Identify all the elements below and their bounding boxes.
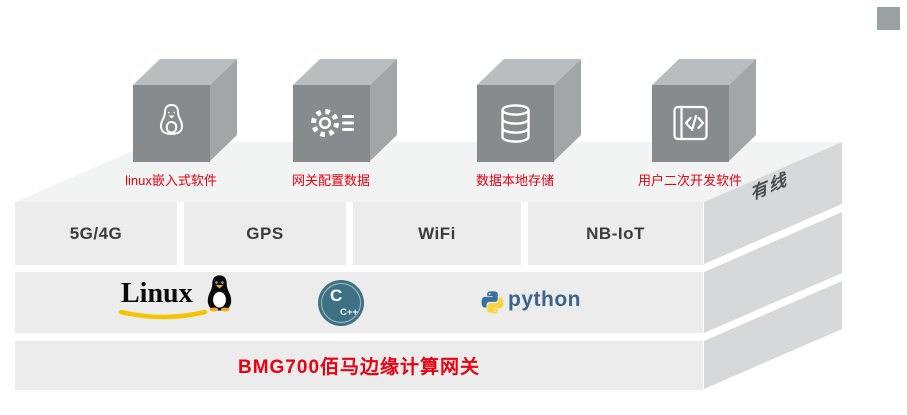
title-row: BMG700佰马边缘计算网关 <box>15 341 703 390</box>
connectivity-cell-label: 5G/4G <box>69 223 123 243</box>
cube-label-user-development: 用户二次开发软件 <box>637 173 742 188</box>
cube-local-storage <box>477 59 581 162</box>
platform-side-face-row3 <box>704 281 842 389</box>
cube-label-gateway-config: 网关配置数据 <box>291 173 370 188</box>
connectivity-cell-wifi: WiFi <box>353 202 521 265</box>
platform-side-face-row1 <box>704 142 842 264</box>
cube-gateway-config <box>293 59 397 162</box>
platform-side-face-row2 <box>704 212 842 333</box>
linux-logo-swoosh <box>118 309 208 320</box>
platform-top-face <box>15 142 842 202</box>
tux-penguin-icon <box>207 275 232 312</box>
cube-label-local-storage: 数据本地存储 <box>475 173 554 188</box>
penguin-icon <box>159 103 184 135</box>
connectivity-cell-label: NB-IoT <box>586 223 645 243</box>
gear-icon <box>311 109 354 137</box>
connectivity-cell-5g-4g: 5G/4G <box>15 202 177 265</box>
python-logo-icon <box>481 291 504 314</box>
cube-linux-software <box>133 59 237 162</box>
connectivity-cell-gps: GPS <box>184 202 346 265</box>
database-icon <box>501 104 530 143</box>
product-title: BMG700佰马边缘计算网关 <box>237 357 481 378</box>
connectivity-cell-label: GPS <box>246 223 284 243</box>
linux-logo-wordmark: Linux <box>121 278 193 309</box>
c-cpp-logo-icon: C C++ <box>318 280 364 326</box>
cube-label-linux-software: linux嵌入式软件 <box>125 173 217 188</box>
connectivity-cell-label: WiFi <box>418 223 456 243</box>
cube-user-development <box>652 59 756 162</box>
connectivity-cell-nb-iot: NB-IoT <box>528 202 703 265</box>
corner-decoration-square <box>877 7 900 30</box>
cpp-logo-letters: C++ <box>340 307 358 318</box>
c-logo-letter: C <box>330 286 343 305</box>
c-cpp-logo-ring <box>321 283 361 323</box>
python-logo-wordmark: python <box>508 288 581 311</box>
code-window-icon <box>673 105 708 141</box>
